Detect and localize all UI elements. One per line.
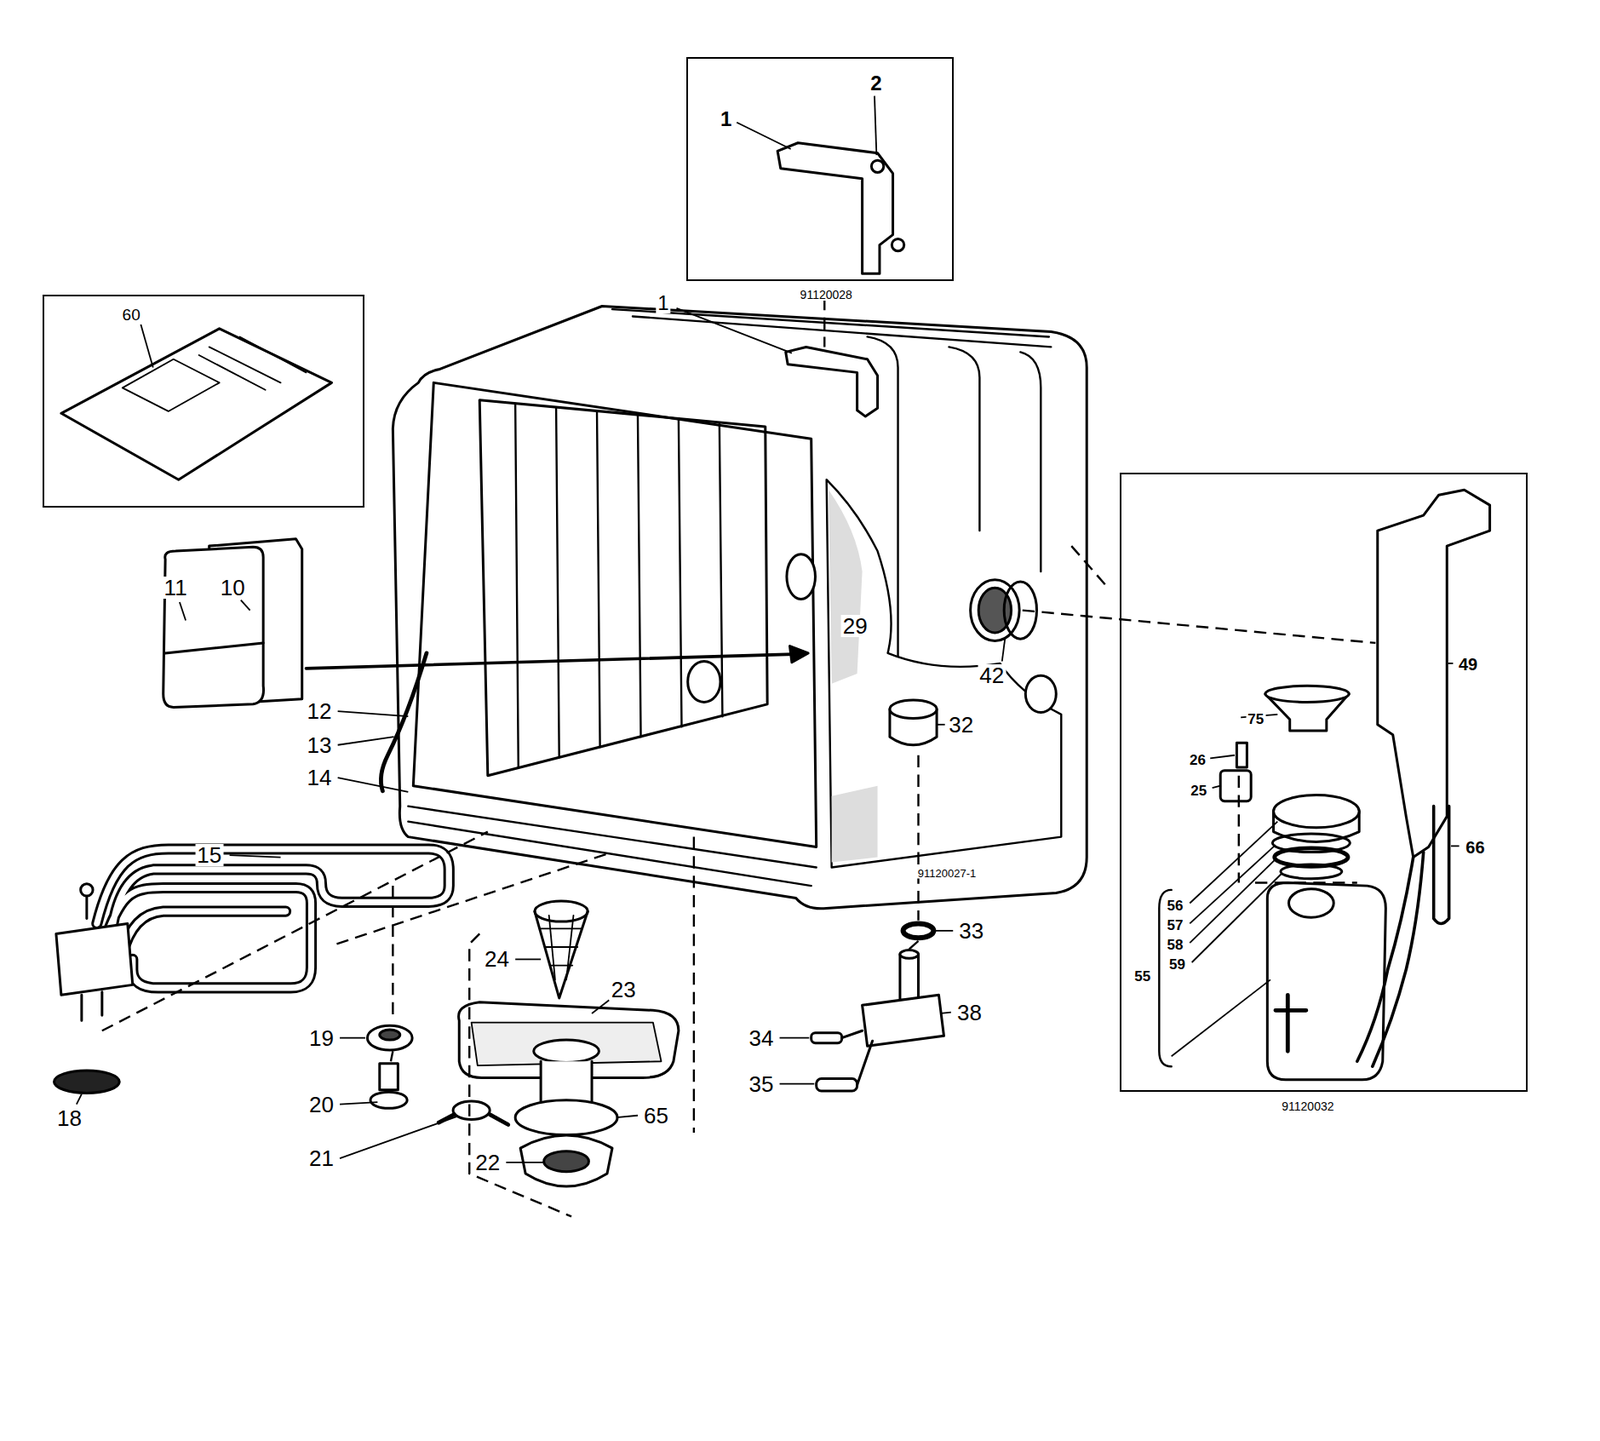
callout-number: 23	[609, 978, 638, 1001]
callout-number: 11	[162, 576, 190, 599]
callout-number: 38	[955, 1001, 984, 1024]
callout-number: 75	[1245, 711, 1266, 727]
figure-number: 91120027-1	[916, 866, 978, 878]
callout-number: 12	[305, 699, 334, 723]
callout-number: 55	[1132, 969, 1153, 984]
callout-number: 15	[194, 843, 224, 866]
callout-number: 66	[1463, 838, 1486, 856]
callout-number: 1	[718, 108, 734, 130]
callout-number: 13	[305, 734, 334, 757]
callout-number: 10	[218, 576, 247, 599]
callout-number: 57	[1165, 917, 1186, 933]
callout-number: 1	[655, 292, 671, 314]
callout-number: 21	[307, 1146, 336, 1170]
callout-number: 42	[977, 664, 1006, 687]
callout-number: 14	[305, 766, 334, 789]
callout-number: 65	[642, 1104, 671, 1127]
callout-number: 58	[1165, 937, 1186, 952]
callout-number: 2	[868, 73, 884, 94]
inset-frame: 1291120028	[686, 57, 954, 281]
callout-number: 35	[746, 1072, 775, 1096]
callout-number: 29	[841, 614, 870, 637]
callout-number: 49	[1456, 655, 1480, 673]
callout-number: 26	[1187, 752, 1208, 768]
figure-number: 91120032	[1279, 1100, 1336, 1113]
figure-number: 91120028	[798, 288, 855, 301]
callout-number: 56	[1165, 897, 1186, 912]
callout-number: 59	[1167, 957, 1188, 972]
callout-number: 19	[307, 1026, 336, 1050]
callout-number: 34	[746, 1026, 775, 1050]
callout-number: 20	[307, 1093, 336, 1116]
callout-number: 32	[946, 713, 975, 736]
inset-frame: 4975262556575859556691120032	[1119, 472, 1528, 1092]
callout-number: 18	[55, 1106, 84, 1130]
callout-number: 22	[473, 1151, 502, 1174]
callout-number: 60	[120, 305, 143, 322]
callout-number: 24	[482, 947, 511, 970]
callout-number: 25	[1188, 783, 1209, 798]
inset-frame: 60	[42, 294, 364, 507]
callout-number: 33	[957, 919, 986, 942]
